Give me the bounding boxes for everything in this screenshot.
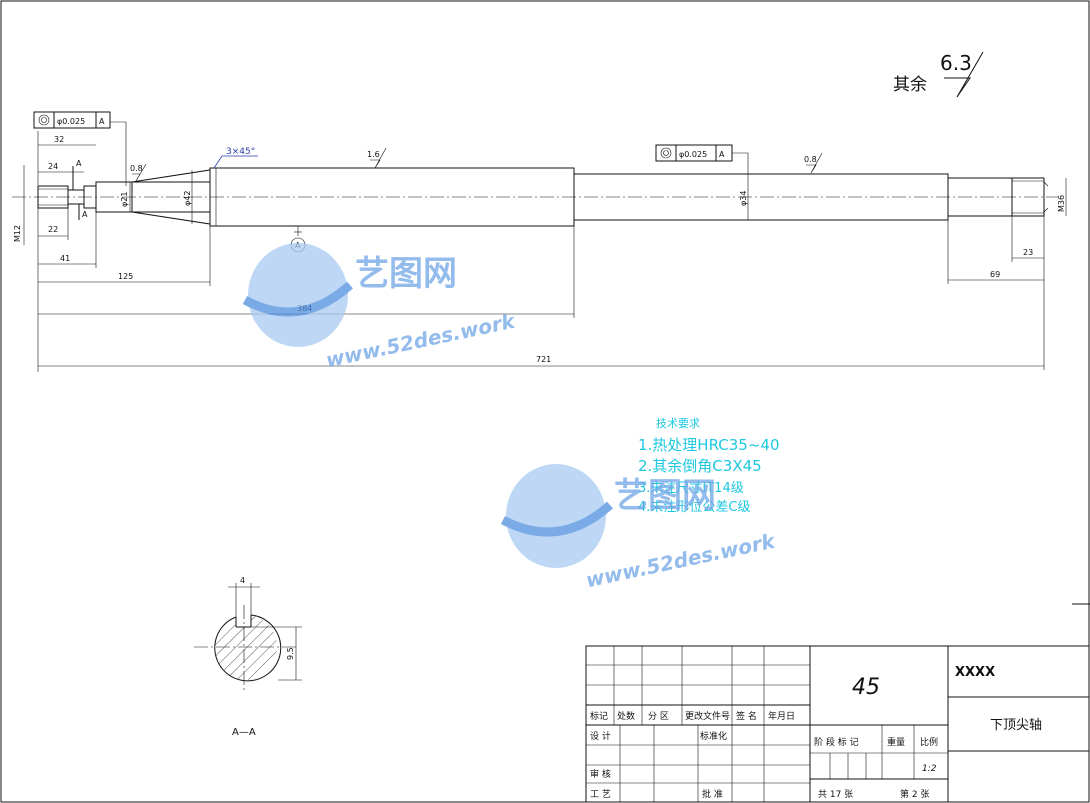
svg-text:工 艺: 工 艺 bbox=[590, 789, 611, 800]
part-name: 下顶尖轴 bbox=[990, 718, 1042, 733]
svg-text:分 区: 分 区 bbox=[648, 711, 669, 722]
svg-text:比例: 比例 bbox=[920, 736, 938, 748]
svg-text:审 核: 审 核 bbox=[590, 768, 611, 780]
watermark-1: 艺图网 www.52des.work bbox=[242, 243, 519, 372]
section-view: 4 9.5 A—A bbox=[194, 576, 302, 738]
company: XXXX bbox=[955, 665, 995, 680]
svg-text:更改文件号: 更改文件号 bbox=[685, 710, 730, 722]
roughness-symbol bbox=[944, 51, 984, 98]
svg-text:φ0.025: φ0.025 bbox=[57, 117, 85, 126]
tech-requirements: 技术要求 1.热处理HRC35~40 2.其余倒角C3X45 3.未注尺寸IT1… bbox=[638, 417, 779, 515]
tech-title: 技术要求 bbox=[656, 417, 700, 430]
dim-22: 22 bbox=[48, 225, 58, 234]
dim-d21: φ21 bbox=[120, 192, 129, 207]
sheets-total: 共 17 张 bbox=[818, 789, 853, 800]
tolerance-frame-right: φ0.025 A bbox=[655, 144, 749, 174]
svg-text:艺图网: 艺图网 bbox=[614, 476, 716, 516]
svg-text:4: 4 bbox=[240, 576, 245, 585]
dim-d34: φ34 bbox=[739, 191, 748, 206]
section-label: A—A bbox=[232, 727, 256, 738]
dim-23: 23 bbox=[1023, 248, 1033, 257]
roughness-marks: 0.8 1.6 0.8 bbox=[130, 147, 823, 182]
dim-24: 24 bbox=[48, 162, 58, 171]
svg-text:阶 段 标 记: 阶 段 标 记 bbox=[814, 736, 859, 748]
material: 45 bbox=[852, 675, 880, 700]
dim-721: 721 bbox=[536, 355, 551, 364]
tolerance-frame-left: φ0.025 A bbox=[33, 111, 127, 186]
svg-text:批 准: 批 准 bbox=[702, 788, 723, 800]
svg-text:艺图网: 艺图网 bbox=[355, 254, 457, 294]
sheet-number: 第 2 张 bbox=[900, 788, 929, 800]
dim-125: 125 bbox=[118, 272, 133, 281]
dimensions: M12 32 24 22 41 125 384 721 23 bbox=[13, 131, 1067, 372]
svg-text:0.8: 0.8 bbox=[804, 155, 817, 164]
chamfer-label: 3×45° bbox=[226, 147, 255, 157]
svg-text:φ0.025: φ0.025 bbox=[679, 150, 707, 159]
tech-item-3: 3.未注尺寸IT14级 bbox=[638, 481, 744, 496]
section-mark-top: A bbox=[76, 159, 82, 168]
dim-41: 41 bbox=[60, 254, 70, 263]
dim-m36: M36 bbox=[1057, 195, 1066, 212]
svg-text:9.5: 9.5 bbox=[286, 647, 295, 660]
finish-label: 其余 bbox=[893, 75, 927, 95]
dim-32: 32 bbox=[54, 135, 64, 144]
svg-text:年月日: 年月日 bbox=[768, 710, 795, 722]
svg-text:A: A bbox=[99, 117, 105, 126]
section-mark-bottom: A bbox=[82, 210, 88, 219]
svg-text:0.8: 0.8 bbox=[130, 164, 143, 173]
svg-text:www.52des.work: www.52des.work bbox=[324, 308, 519, 372]
svg-text:签 名: 签 名 bbox=[736, 710, 757, 722]
dim-d42: φ42 bbox=[183, 191, 192, 206]
finish-value: 6.3 bbox=[940, 51, 972, 75]
tech-item-4: 4.未注形位公差C级 bbox=[638, 500, 750, 515]
title-block: 标记 处数 分 区 更改文件号 签 名 年月日 设 计 标准化 审 核 工 艺 … bbox=[585, 645, 1090, 803]
shaft-front-view bbox=[12, 167, 1058, 227]
svg-text:标准化: 标准化 bbox=[700, 730, 727, 742]
svg-text:设 计: 设 计 bbox=[590, 730, 611, 742]
svg-text:1.6: 1.6 bbox=[367, 150, 380, 159]
tech-item-2: 2.其余倒角C3X45 bbox=[638, 457, 762, 475]
dim-69: 69 bbox=[990, 270, 1000, 279]
scale: 1:2 bbox=[922, 764, 937, 774]
svg-text:重量: 重量 bbox=[887, 736, 905, 748]
svg-text:处数: 处数 bbox=[617, 710, 635, 722]
svg-text:A: A bbox=[719, 150, 725, 159]
tech-item-1: 1.热处理HRC35~40 bbox=[638, 436, 779, 454]
svg-text:标记: 标记 bbox=[590, 710, 608, 722]
dim-m12: M12 bbox=[13, 225, 22, 242]
svg-text:www.52des.work: www.52des.work bbox=[584, 528, 779, 592]
